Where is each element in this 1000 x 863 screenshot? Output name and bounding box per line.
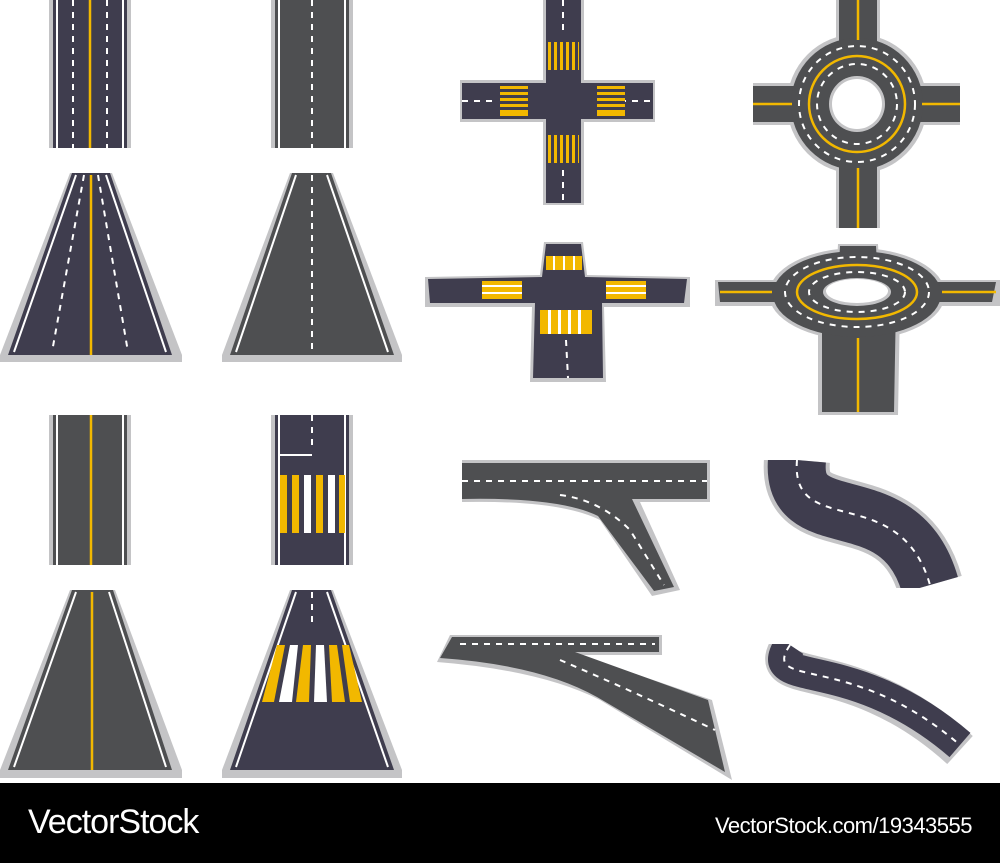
vectorstock-logo: VectorStock [28,803,199,841]
roundabout-topdown [753,0,960,228]
straight-road-yellow-topdown [49,415,131,565]
straight-road-dark-perspective [0,173,182,362]
road-pieces-artwork: .d{fill:#3f3d4e}.g{fill:#4e4f51}.c{fill:… [0,0,1000,780]
crossroad-perspective [425,242,690,382]
crosswalk-road-perspective [222,590,402,778]
straight-road-grey-perspective [222,173,402,362]
footer-bar: VectorStock VectorStock.com/19343555 [0,783,1000,863]
fork-topdown [462,460,710,596]
crossroad-topdown [460,0,655,205]
crosswalk-road-topdown [271,415,353,565]
straight-road-grey-topdown [271,0,353,148]
s-curve-topdown [740,440,1000,608]
straight-road-dark-topdown [49,0,131,148]
straight-road-yellow-perspective [0,590,182,778]
fork-perspective [437,635,732,780]
s-curve-perspective [760,620,1000,780]
image-url-text: VectorStock.com/19343555 [714,813,973,838]
roundabout-perspective [715,244,1000,415]
